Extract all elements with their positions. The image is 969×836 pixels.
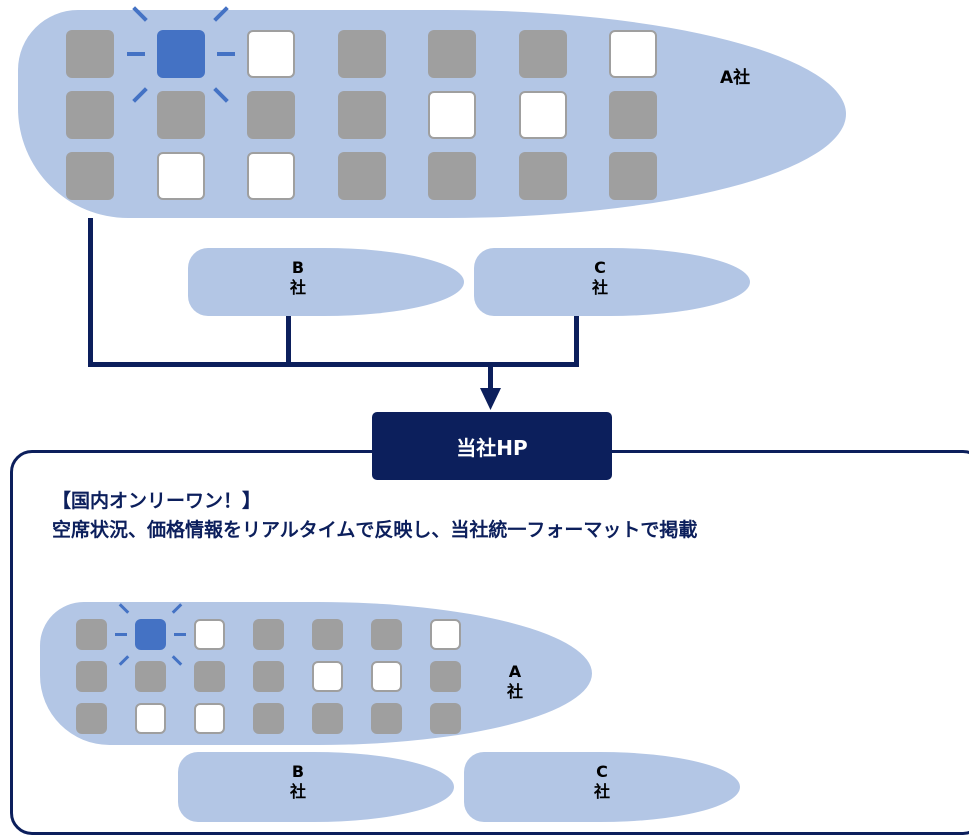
connector-a	[88, 218, 93, 366]
panel-company-c-letter: C	[596, 762, 608, 781]
seat-taken	[135, 661, 166, 692]
seat-taken	[518, 152, 567, 200]
highlight-ray	[216, 52, 235, 56]
seat-free	[194, 619, 225, 650]
seat-free	[312, 661, 343, 692]
seat-free	[247, 30, 295, 78]
seat-taken	[371, 703, 402, 734]
seat-selected	[156, 30, 205, 78]
seat-free	[194, 703, 225, 734]
panel-company-b-label: B 社	[278, 762, 318, 802]
highlight-ray	[173, 633, 186, 636]
panel-company-b-suffix: 社	[289, 782, 306, 801]
seat-taken	[76, 703, 107, 734]
seat-taken	[66, 91, 114, 139]
company-c-letter: C	[594, 258, 606, 277]
highlight-ray	[126, 52, 145, 56]
company-a-label: A社	[720, 68, 751, 88]
highlight-ray	[115, 633, 128, 636]
company-c-label: C 社	[580, 258, 620, 298]
seat-taken	[66, 30, 114, 78]
seat-free	[609, 30, 657, 78]
company-c-suffix: 社	[591, 278, 608, 297]
panel-company-a-label: A 社	[495, 662, 535, 702]
seat-taken	[609, 152, 657, 200]
seat-taken	[247, 91, 295, 139]
panel-company-a-suffix: 社	[506, 682, 523, 701]
seat-free	[430, 619, 461, 650]
seat-taken	[156, 91, 205, 139]
panel-plane-b	[178, 752, 454, 822]
seat-taken	[609, 91, 657, 139]
company-b-suffix: 社	[289, 278, 306, 297]
hp-label: 当社HP	[456, 435, 528, 460]
seat-free	[518, 91, 567, 139]
seat-taken	[66, 152, 114, 200]
seat-taken	[337, 91, 386, 139]
seat-taken	[428, 30, 476, 78]
seat-free	[156, 152, 205, 200]
seat-taken	[430, 661, 461, 692]
seat-free	[135, 703, 166, 734]
connector-c	[574, 316, 579, 366]
company-b-letter: B	[291, 258, 305, 277]
seat-taken	[430, 703, 461, 734]
seat-taken	[337, 30, 386, 78]
seat-taken	[253, 619, 284, 650]
arrow-down-icon	[480, 388, 501, 410]
seat-taken	[76, 619, 107, 650]
seat-taken	[253, 661, 284, 692]
panel-company-a-letter: A	[508, 662, 522, 681]
panel-headline-1: 【国内オンリーワン！】	[52, 490, 262, 512]
panel-plane-c	[464, 752, 740, 822]
seat-free	[371, 661, 402, 692]
seat-taken	[518, 30, 567, 78]
seat-free	[247, 152, 295, 200]
connector-horizontal	[88, 362, 579, 367]
hp-label-box: 当社HP	[372, 412, 612, 480]
company-b-label: B 社	[278, 258, 318, 298]
seat-taken	[337, 152, 386, 200]
connector-down	[488, 362, 493, 392]
seat-taken	[428, 152, 476, 200]
plane-c	[474, 248, 750, 316]
seat-free	[428, 91, 476, 139]
panel-headline-2: 空席状況、価格情報をリアルタイムで反映し、当社統一フォーマットで掲載	[52, 519, 698, 541]
seat-taken	[76, 661, 107, 692]
panel-company-b-letter: B	[291, 762, 305, 781]
panel-company-c-suffix: 社	[593, 782, 610, 801]
connector-b	[286, 316, 291, 366]
seat-taken	[194, 661, 225, 692]
seat-taken	[312, 703, 343, 734]
seat-taken	[312, 619, 343, 650]
seat-taken	[253, 703, 284, 734]
plane-b	[188, 248, 464, 316]
seat-selected	[135, 619, 166, 650]
seat-taken	[371, 619, 402, 650]
panel-company-c-label: C 社	[582, 762, 622, 802]
